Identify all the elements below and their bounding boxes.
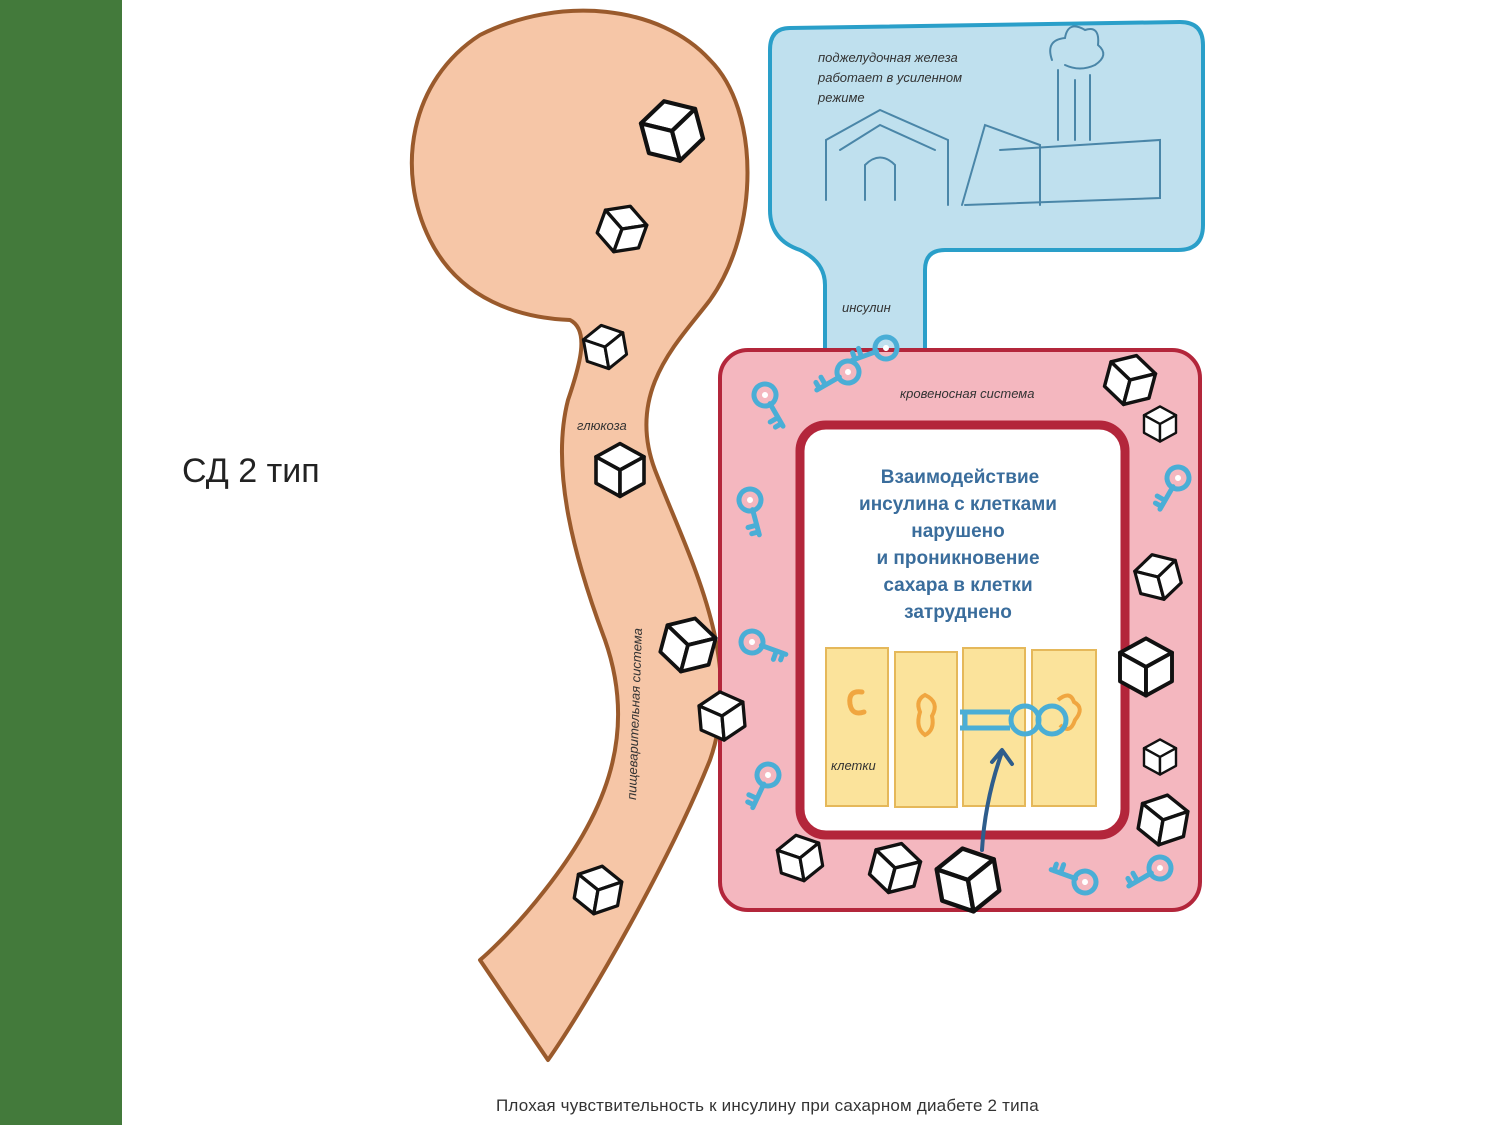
cell-receptor-4 bbox=[1056, 693, 1082, 731]
cells-label: клетки bbox=[831, 758, 876, 773]
center-text-line-6: затруднено bbox=[904, 602, 1012, 623]
sugar-cube-icon-4 bbox=[594, 441, 646, 499]
digestive-system-label: пищеварительная система bbox=[624, 628, 645, 800]
center-text-line-5: сахара в клетки bbox=[883, 575, 1032, 596]
pancreas-shape bbox=[768, 20, 1205, 362]
figure-caption: Плохая чувствительность к инсулину при с… bbox=[496, 1096, 1039, 1115]
center-text-line-1: Взаимодействие bbox=[881, 467, 1039, 488]
sugar-cube-icon-9 bbox=[1142, 405, 1178, 443]
sugar-cube-icon-11 bbox=[1118, 636, 1174, 698]
pancreas-label-line-3: режиме bbox=[817, 90, 865, 105]
digestive-system-shape bbox=[409, 8, 750, 1062]
sugar-cube-icon-12 bbox=[1142, 738, 1178, 776]
slide-title: СД 2 тип bbox=[182, 452, 320, 490]
cell-receptor-1 bbox=[847, 689, 867, 716]
cell-1 bbox=[825, 647, 889, 807]
cell-2 bbox=[894, 651, 958, 808]
cell-receptor-2 bbox=[916, 692, 937, 738]
key-at-receptor-icon bbox=[960, 703, 1069, 737]
cells-group bbox=[825, 647, 1097, 808]
center-text-line-2: инсулина с клетками bbox=[859, 494, 1057, 515]
arrow-icon bbox=[980, 748, 1014, 852]
pancreas-label-line-1: поджелудочная железа bbox=[818, 50, 958, 65]
glucose-label: глюкоза bbox=[577, 418, 627, 433]
center-text-line-4: и проникновение bbox=[876, 548, 1039, 569]
pancreas-label-line-2: работает в усиленном bbox=[817, 70, 962, 85]
center-text-line-3: нарушено bbox=[911, 521, 1004, 542]
insulin-label: инсулин bbox=[842, 300, 891, 315]
factory-drawing bbox=[825, 25, 1161, 206]
blood-system-label: кровеносная система bbox=[900, 386, 1034, 401]
side-bar bbox=[0, 0, 122, 1125]
